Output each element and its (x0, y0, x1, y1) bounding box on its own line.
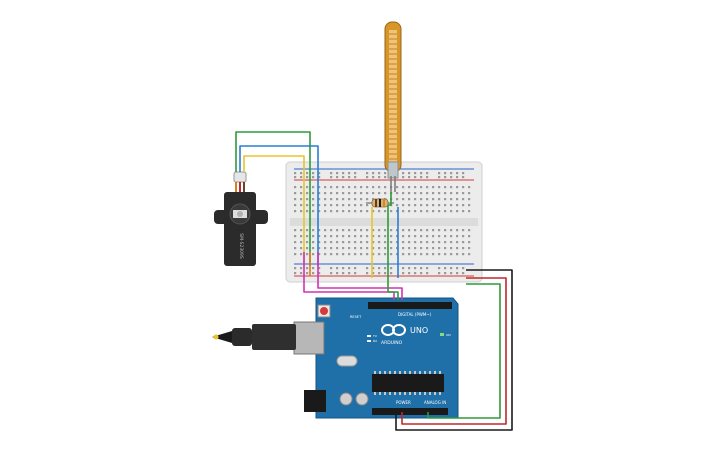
flex-sensor-stripes (389, 33, 397, 160)
wire-blue-servo[interactable] (239, 145, 319, 266)
power-led (440, 333, 444, 336)
flex-sensor[interactable] (384, 21, 402, 192)
wire-magenta-signal[interactable] (303, 252, 395, 300)
wire-yellow-servo[interactable] (243, 155, 305, 266)
power-jack[interactable] (304, 390, 326, 412)
arduino-logo-icon (381, 324, 406, 336)
digital-header (368, 302, 452, 309)
usb-port (293, 321, 325, 355)
wire-green-analog[interactable] (427, 283, 501, 419)
wires (235, 131, 513, 431)
analog-header-label: ANALOG IN (424, 400, 446, 405)
wire-green-servo[interactable] (235, 131, 311, 266)
wire-red-5v[interactable] (401, 277, 507, 425)
breadboard-center-channel (290, 218, 478, 226)
brand-label: ARDUINO (381, 340, 403, 346)
chip-pins (374, 371, 441, 395)
rx-label: RX (373, 339, 377, 343)
microcontroller-chip (372, 374, 444, 392)
usb-b-plug-icon[interactable] (212, 324, 296, 350)
digital-header-label: DIGITAL (PWM~) (398, 312, 432, 317)
arduino-uno-board[interactable]: DIGITAL (PWM~) RESET UNO ARDUINO TX RX O… (293, 297, 459, 419)
tx-label: TX (372, 334, 377, 338)
breadboard[interactable] (285, 161, 483, 283)
on-label: ON (446, 333, 451, 337)
wire-green-sensor[interactable] (387, 192, 399, 300)
power-analog-header (372, 408, 448, 415)
servo-motor[interactable]: SM-S2309S (214, 171, 268, 266)
wire-black-ground[interactable] (395, 269, 513, 431)
model-label: UNO (410, 326, 428, 335)
reset-label: RESET (350, 315, 362, 319)
resistor[interactable] (366, 198, 394, 208)
servo-label: SM-S2309S (238, 233, 244, 259)
wire-magenta-signal-2[interactable] (317, 252, 403, 300)
power-header-label: POWER (396, 400, 411, 405)
breadboard-holes (294, 172, 471, 275)
